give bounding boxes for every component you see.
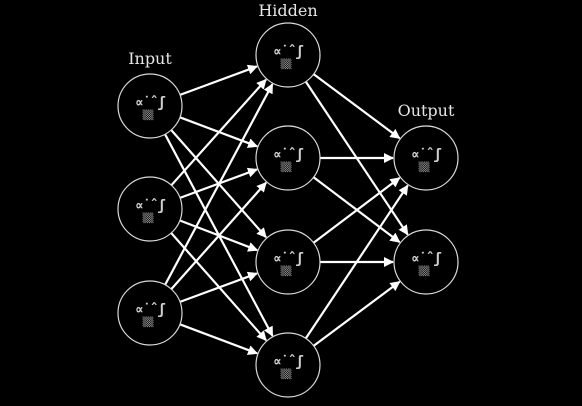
node-circle bbox=[393, 229, 459, 295]
svg-text:▒▒: ▒▒ bbox=[281, 58, 292, 70]
svg-text:∝˙ˆʃ: ∝˙ˆʃ bbox=[135, 198, 165, 214]
input-node-2: ∝˙ˆʃ▒▒ bbox=[117, 176, 183, 242]
pixel-face-icon: ∝˙ˆʃ▒▒ bbox=[135, 198, 166, 224]
edge-input-3-to-hidden-4 bbox=[179, 323, 259, 355]
pixel-face-icon: ∝˙ˆʃ▒▒ bbox=[135, 95, 166, 121]
svg-text:▒▒: ▒▒ bbox=[419, 265, 430, 277]
svg-text:∝˙ˆʃ: ∝˙ˆʃ bbox=[273, 251, 303, 267]
input-node-3: ∝˙ˆʃ▒▒ bbox=[117, 280, 183, 346]
output-node-1: ∝˙ˆʃ▒▒ bbox=[393, 125, 459, 191]
edge-hidden-4-to-output-1 bbox=[304, 184, 409, 340]
hidden-node-1: ∝˙ˆʃ▒▒ bbox=[255, 22, 321, 88]
node-circle bbox=[255, 332, 321, 398]
svg-text:∝˙ˆʃ: ∝˙ˆʃ bbox=[273, 147, 303, 163]
hidden-node-2: ∝˙ˆʃ▒▒ bbox=[255, 125, 321, 191]
input-layer-label: Input bbox=[128, 49, 172, 68]
edge-hidden-1-to-output-1 bbox=[312, 73, 401, 140]
svg-text:∝˙ˆʃ: ∝˙ˆʃ bbox=[135, 95, 165, 111]
edge-hidden-4-to-output-2 bbox=[312, 280, 401, 347]
node-circle bbox=[117, 73, 183, 139]
node-circle bbox=[393, 125, 459, 191]
edge-input-3-to-hidden-3 bbox=[179, 271, 258, 303]
pixel-face-icon: ∝˙ˆʃ▒▒ bbox=[273, 354, 304, 380]
labels-group: Input Hidden Output bbox=[128, 1, 455, 120]
pixel-face-icon: ∝˙ˆʃ▒▒ bbox=[411, 147, 442, 173]
edge-input-3-to-hidden-2 bbox=[170, 181, 267, 290]
svg-text:∝˙ˆʃ: ∝˙ˆʃ bbox=[135, 302, 165, 318]
input-node-1: ∝˙ˆʃ▒▒ bbox=[117, 73, 183, 139]
edge-hidden-3-to-output-1 bbox=[312, 177, 401, 244]
output-layer-label: Output bbox=[398, 101, 455, 120]
svg-text:▒▒: ▒▒ bbox=[419, 161, 430, 173]
svg-text:∝˙ˆʃ: ∝˙ˆʃ bbox=[411, 147, 441, 163]
svg-text:▒▒: ▒▒ bbox=[143, 109, 154, 121]
pixel-face-icon: ∝˙ˆʃ▒▒ bbox=[273, 147, 304, 173]
svg-text:∝˙ˆʃ: ∝˙ˆʃ bbox=[273, 44, 303, 60]
output-node-2: ∝˙ˆʃ▒▒ bbox=[393, 229, 459, 295]
node-circle bbox=[255, 229, 321, 295]
nodes-group: ∝˙ˆʃ▒▒∝˙ˆʃ▒▒∝˙ˆʃ▒▒∝˙ˆʃ▒▒∝˙ˆʃ▒▒∝˙ˆʃ▒▒∝˙ˆʃ… bbox=[117, 22, 459, 398]
svg-text:∝˙ˆʃ: ∝˙ˆʃ bbox=[273, 354, 303, 370]
hidden-node-3: ∝˙ˆʃ▒▒ bbox=[255, 229, 321, 295]
pixel-face-icon: ∝˙ˆʃ▒▒ bbox=[411, 251, 442, 277]
node-circle bbox=[255, 125, 321, 191]
pixel-face-icon: ∝˙ˆʃ▒▒ bbox=[273, 44, 304, 70]
hidden-node-4: ∝˙ˆʃ▒▒ bbox=[255, 332, 321, 398]
svg-text:▒▒: ▒▒ bbox=[281, 161, 292, 173]
hidden-layer-label: Hidden bbox=[258, 1, 317, 20]
edge-input-2-to-hidden-1 bbox=[170, 78, 267, 186]
node-circle bbox=[117, 176, 183, 242]
svg-text:▒▒: ▒▒ bbox=[143, 212, 154, 224]
svg-text:▒▒: ▒▒ bbox=[281, 368, 292, 380]
edge-input-1-to-hidden-1 bbox=[179, 64, 258, 96]
svg-text:▒▒: ▒▒ bbox=[143, 316, 154, 328]
pixel-face-icon: ∝˙ˆʃ▒▒ bbox=[135, 302, 166, 328]
svg-text:▒▒: ▒▒ bbox=[281, 265, 292, 277]
node-circle bbox=[117, 280, 183, 346]
node-circle bbox=[255, 22, 321, 88]
edges-group bbox=[164, 64, 409, 355]
pixel-face-icon: ∝˙ˆʃ▒▒ bbox=[273, 251, 304, 277]
svg-text:∝˙ˆʃ: ∝˙ˆʃ bbox=[411, 251, 441, 267]
edge-input-3-to-hidden-1 bbox=[164, 83, 274, 286]
